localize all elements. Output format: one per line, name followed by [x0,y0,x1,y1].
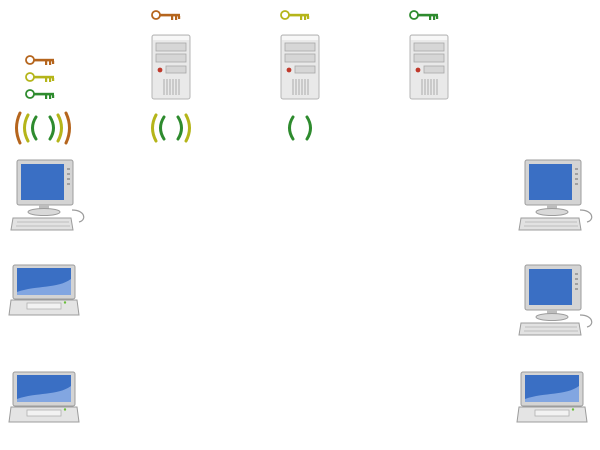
signals-row [15,111,312,145]
server-brown-icon [151,34,191,100]
laptop-left-2-icon [8,264,80,316]
signal-legend-icon [15,111,71,145]
server-yellow-key-icon [280,10,311,21]
laptop-left-3-icon [8,371,80,423]
desktop-left-1-icon [10,159,85,231]
yellow-key-icon [25,72,56,83]
laptop-right-3-icon [516,371,588,423]
server-green-icon [409,34,449,100]
server-green-key-icon [409,10,440,21]
signal-server-yellow-icon [288,115,312,141]
desktop-right-2-icon [518,264,593,336]
clients-left [8,159,85,423]
green-key-icon [25,89,56,100]
servers-row [151,10,449,100]
legend-keys [25,55,56,100]
desktop-right-1-icon [518,159,593,231]
signal-server-brown-icon [151,113,191,143]
brown-key-icon [25,55,56,66]
server-brown-key-icon [151,10,182,21]
clients-right [516,159,593,423]
server-yellow-icon [280,34,320,100]
